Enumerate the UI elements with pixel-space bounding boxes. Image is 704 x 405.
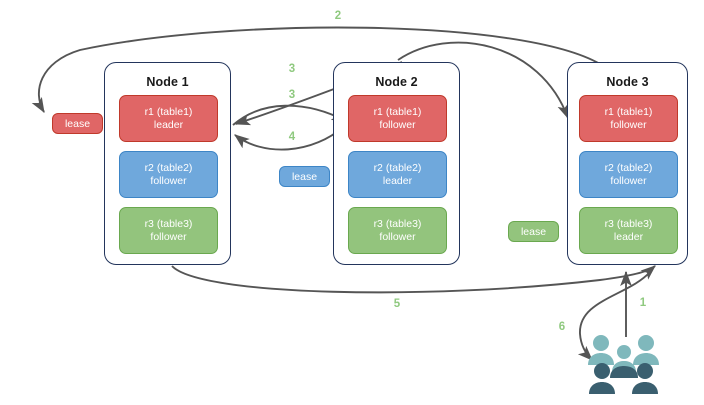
edge-label-3-upper: 3: [288, 63, 296, 75]
replica-name: r3 (table3): [604, 217, 653, 230]
replica-n3r3[interactable]: r3 (table3) leader: [579, 207, 678, 254]
edge-label-6: 6: [558, 321, 566, 333]
node-container-node1[interactable]: Node 1 r1 (table1) leader r2 (table2) fo…: [104, 62, 231, 265]
replica-n1r2[interactable]: r2 (table2) follower: [119, 151, 218, 198]
replica-role: follower: [610, 118, 647, 131]
lease-chip-r3[interactable]: lease: [508, 221, 559, 242]
people-group-icon: [588, 335, 659, 394]
replica-name: r2 (table2): [604, 161, 653, 174]
replica-n3r2[interactable]: r2 (table2) follower: [579, 151, 678, 198]
replica-n2r3[interactable]: r3 (table3) follower: [348, 207, 447, 254]
edge-label-5: 5: [393, 298, 401, 310]
replica-name: r1 (table1): [144, 105, 193, 118]
replica-n2r2[interactable]: r2 (table2) leader: [348, 151, 447, 198]
replica-role: follower: [150, 174, 187, 187]
node-container-node2[interactable]: Node 2 r1 (table1) follower r2 (table2) …: [333, 62, 460, 265]
edge-label-4: 4: [288, 131, 296, 143]
replica-name: r2 (table2): [144, 161, 193, 174]
replica-n1r1[interactable]: r1 (table1) leader: [119, 95, 218, 142]
replica-n2r1[interactable]: r1 (table1) follower: [348, 95, 447, 142]
replica-role: leader: [382, 174, 413, 187]
node-title: Node 1: [146, 75, 189, 89]
lease-label: lease: [520, 225, 547, 238]
edge-3-lower: [232, 104, 348, 126]
lease-label: lease: [64, 117, 91, 130]
edge-label-1: 1: [639, 297, 647, 309]
replica-role: follower: [379, 230, 416, 243]
replica-name: r3 (table3): [144, 217, 193, 230]
replica-name: r1 (table1): [604, 105, 653, 118]
replica-role: leader: [153, 118, 184, 131]
replica-role: leader: [613, 230, 644, 243]
lease-chip-r2[interactable]: lease: [279, 166, 330, 187]
replica-name: r3 (table3): [373, 217, 422, 230]
edge-label-3-lower: 3: [288, 89, 296, 101]
replica-name: r1 (table1): [373, 105, 422, 118]
replica-role: follower: [610, 174, 647, 187]
lease-chip-r1[interactable]: lease: [52, 113, 103, 134]
replica-name: r2 (table2): [373, 161, 422, 174]
node-title: Node 2: [375, 75, 418, 89]
edge-label-2: 2: [334, 10, 342, 22]
edge-5: [171, 265, 656, 294]
node-container-node3[interactable]: Node 3 r1 (table1) follower r2 (table2) …: [567, 62, 688, 265]
replica-n1r3[interactable]: r3 (table3) follower: [119, 207, 218, 254]
lease-label: lease: [291, 170, 318, 183]
replica-role: follower: [150, 230, 187, 243]
replica-role: follower: [379, 118, 416, 131]
node-title: Node 3: [606, 75, 649, 89]
replica-n3r1[interactable]: r1 (table1) follower: [579, 95, 678, 142]
